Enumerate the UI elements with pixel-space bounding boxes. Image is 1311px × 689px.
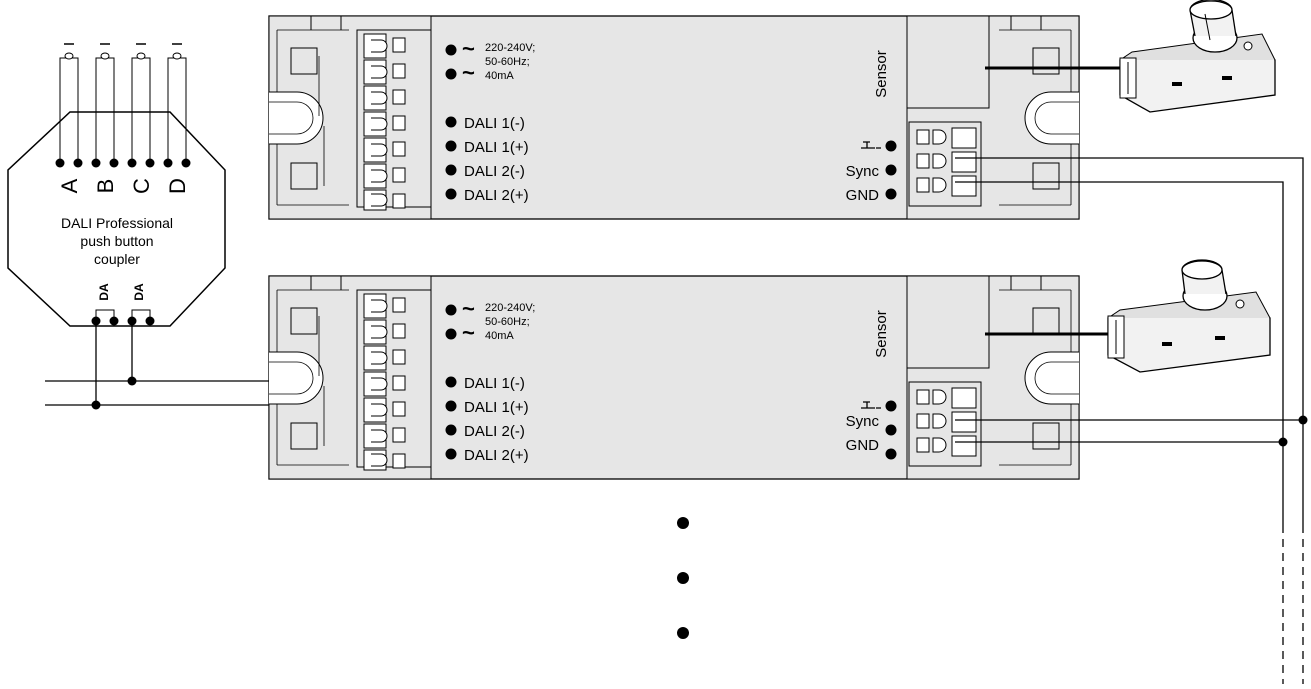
unit2-dali2-minus: DALI 2(-)	[464, 423, 525, 440]
coupler-label-line1: DALI Professional	[61, 215, 173, 231]
control-unit-1-housing	[268, 15, 1080, 220]
coupler-input-a: A	[57, 178, 82, 193]
control-unit-2-housing	[268, 275, 1080, 480]
unit1-dali2-minus: DALI 2(-)	[464, 163, 525, 180]
coupler-input-c: C	[129, 178, 154, 194]
coupler-input-d: D	[165, 178, 190, 194]
coupler-label-line2: push button	[80, 233, 153, 249]
coupler-bus-label-1: DA	[97, 283, 111, 301]
unit1-dali1-plus: DALI 1(+)	[464, 139, 529, 156]
unit2-mains-frequency: 50-60Hz;	[485, 316, 530, 328]
unit1-sensor-label: Sensor	[873, 50, 890, 98]
unit2-dali1-minus: DALI 1(-)	[464, 375, 525, 392]
control-unit-2: 220-240V; 50-60Hz; 40mA DALI 1(-) DALI 1…	[268, 275, 1080, 480]
coupler-input-b: B	[93, 179, 118, 194]
control-unit-1: 220-240V; 50-60Hz; 40mA DALI 1(-) DALI 1…	[268, 15, 1080, 220]
unit1-dali1-minus: DALI 1(-)	[464, 115, 525, 132]
unit1-mains-voltage: 220-240V;	[485, 42, 535, 54]
unit1-gnd-label: GND	[846, 187, 880, 204]
coupler-bus-bridges	[95, 309, 151, 321]
coupler-bus-label-2: DA	[132, 283, 146, 301]
unit2-dali1-plus: DALI 1(+)	[464, 399, 529, 416]
coupler-wire-ends	[64, 52, 182, 60]
unit2-mains-current: 40mA	[485, 330, 514, 342]
unit1-dali2-plus: DALI 2(+)	[464, 187, 529, 204]
unit2-sensor-label: Sensor	[873, 310, 890, 358]
unit1-mains-frequency: 50-60Hz;	[485, 56, 530, 68]
unit1-mains-current: 40mA	[485, 70, 514, 82]
unit1-sync-label: Sync	[846, 163, 880, 180]
sensor-module-1	[985, 0, 1276, 113]
bus-junctions	[91, 376, 137, 410]
coupler-label-line3: coupler	[94, 251, 140, 267]
unit2-mains-voltage: 220-240V;	[485, 302, 535, 314]
sync-gnd-wiring	[955, 157, 1304, 684]
push-button-coupler: A B C D DALI Professional push button co…	[7, 43, 226, 327]
sensor-module-2	[985, 259, 1271, 373]
coupler-input-terminals	[55, 158, 191, 168]
unit2-dali2-plus: DALI 2(+)	[464, 447, 529, 464]
continuation-ellipsis	[677, 517, 689, 639]
unit2-sync-label: Sync	[846, 413, 880, 430]
unit2-gnd-label: GND	[846, 437, 880, 454]
sync-gnd-junctions	[1278, 415, 1308, 447]
